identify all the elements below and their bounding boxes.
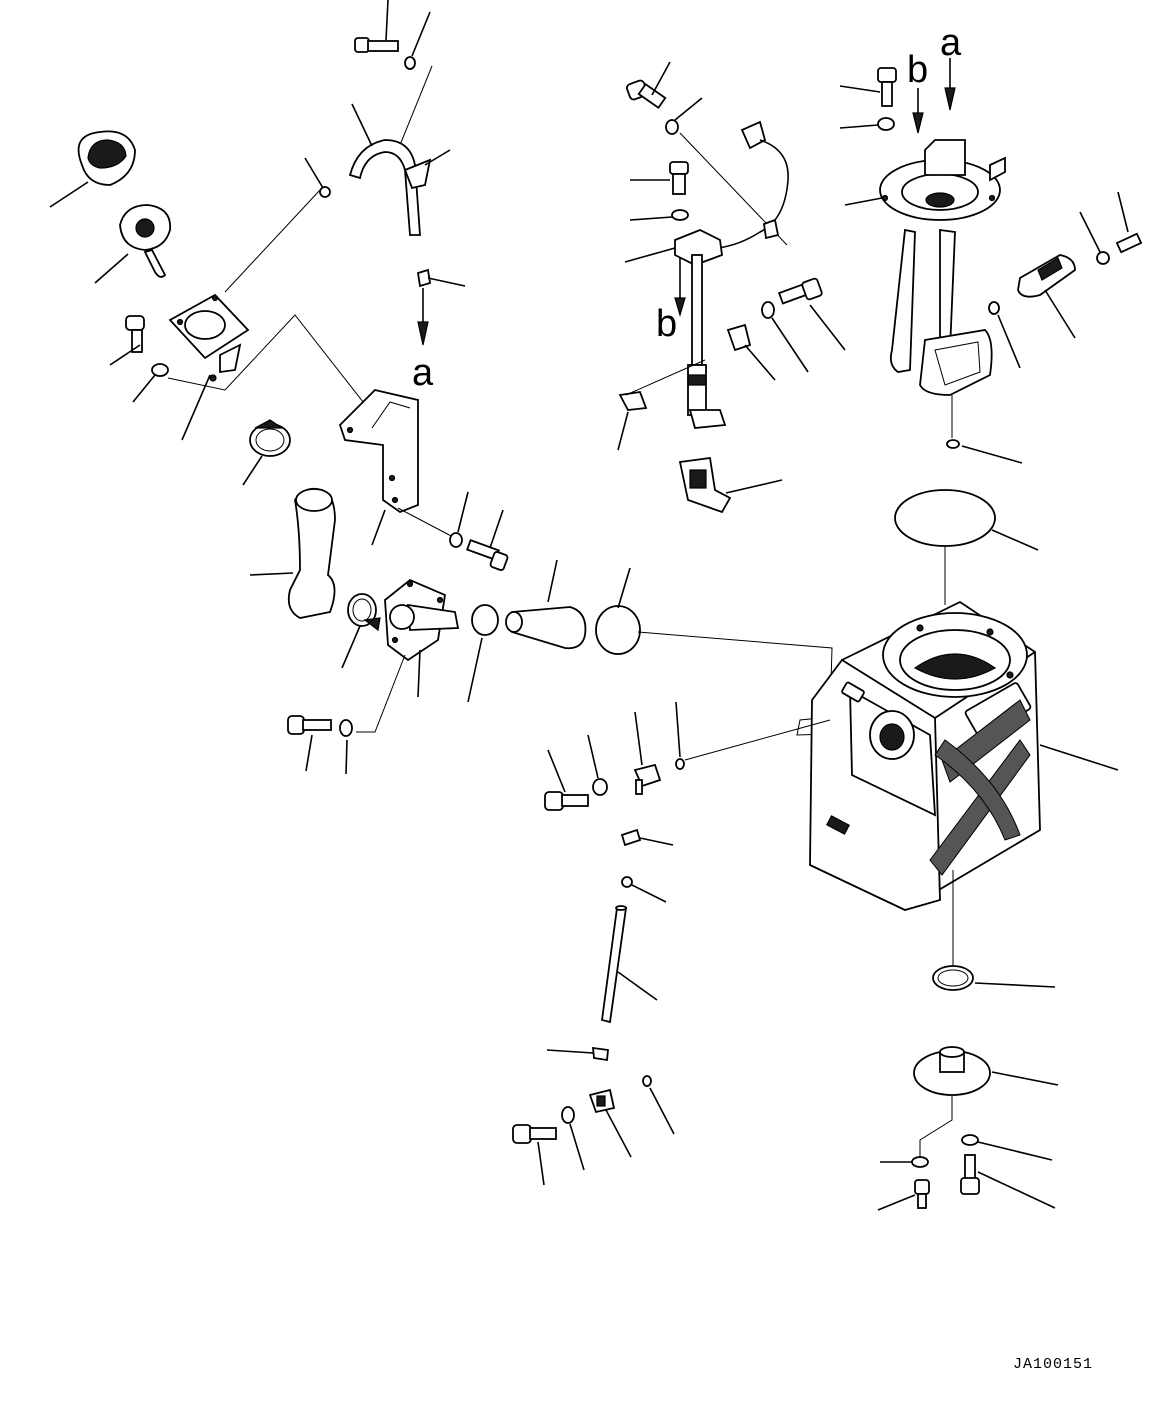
pump-bolt-top bbox=[839, 67, 897, 131]
pump-gasket bbox=[894, 489, 1039, 605]
bracket bbox=[338, 389, 509, 571]
leader-breather bbox=[399, 65, 433, 146]
sensor-clip-lower bbox=[617, 359, 706, 451]
suction-pipe bbox=[601, 905, 658, 1024]
filler-strainer bbox=[94, 204, 171, 284]
pump-connector bbox=[1017, 191, 1143, 339]
drain-o-ring bbox=[932, 965, 1056, 991]
fuel-level-sensor: b bbox=[624, 229, 727, 429]
nut-icon bbox=[319, 186, 331, 198]
drain-washer-bolt bbox=[960, 1134, 1056, 1209]
leader-group-neck bbox=[167, 314, 386, 431]
reference-mark-b-mid: b bbox=[656, 303, 677, 345]
sensor-bolt-right bbox=[761, 277, 846, 373]
sensor-bolt-top bbox=[626, 61, 788, 246]
sensor-clip-small bbox=[726, 323, 776, 381]
fuel-tank bbox=[809, 600, 1119, 912]
cover-plate bbox=[595, 567, 641, 655]
o-ring-adaptor bbox=[467, 604, 499, 703]
drawing-code: JA100151 bbox=[1012, 1356, 1093, 1373]
clip-a: a bbox=[412, 268, 466, 394]
cone-strainer bbox=[505, 559, 587, 650]
filler-hose bbox=[249, 487, 336, 619]
fitting-bolt-upper bbox=[544, 701, 685, 811]
breather-bolt bbox=[354, 0, 431, 70]
pump-o-ring bbox=[988, 301, 1021, 369]
bolt-neck bbox=[109, 315, 169, 403]
elbow-fitting bbox=[620, 828, 674, 903]
sensor-bolt-mid bbox=[629, 161, 689, 221]
breather-hose bbox=[348, 103, 451, 236]
hose-clamp-upper bbox=[242, 419, 291, 486]
sensor-float-unit bbox=[678, 456, 783, 514]
leader-fitting-tank bbox=[684, 719, 831, 761]
drain-plug-small bbox=[880, 1156, 929, 1168]
tank-adaptor-flange bbox=[356, 578, 460, 733]
reference-mark-a-left: a bbox=[412, 352, 434, 394]
drain-flange bbox=[913, 1046, 1059, 1157]
pump-seal-small bbox=[946, 395, 1023, 464]
pump-module bbox=[844, 139, 1006, 396]
drain-plug bbox=[877, 1179, 930, 1211]
hose-clamp-lower bbox=[341, 593, 381, 669]
fitting-lower bbox=[512, 1046, 675, 1186]
reference-mark-a-top: a bbox=[940, 22, 962, 64]
filler-neck-flange bbox=[168, 293, 250, 441]
reference-mark-b-top: b bbox=[907, 49, 928, 91]
sensor-harness bbox=[717, 120, 789, 249]
leader-neck-nut bbox=[224, 189, 321, 293]
adaptor-bolt bbox=[287, 715, 353, 775]
filler-cap bbox=[49, 130, 136, 208]
